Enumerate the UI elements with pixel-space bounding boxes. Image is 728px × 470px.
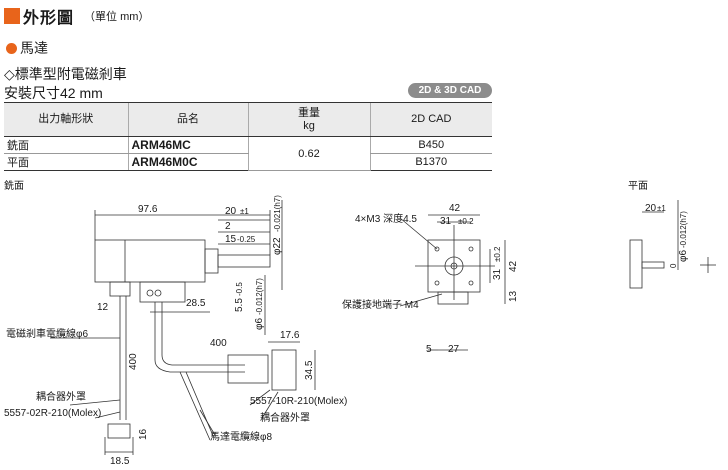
unit-note: （單位 mm） [84,11,150,23]
dim-400-b: 400 [128,353,139,370]
col-model: 品名 [127,102,248,137]
section-heading: 馬達 [6,38,48,58]
section-title: 馬達 [20,40,48,56]
col-cad: 2D CAD [369,102,492,137]
dim-42-top: 42 [449,203,461,214]
cad-badge[interactable]: 2D & 3D CAD [408,83,492,98]
table-header-row: 出力軸形狀 品名 重量 kg 2D CAD [4,102,492,137]
page-title: 外形圖 [23,10,75,27]
connector-10p [271,349,297,391]
dim-5-5: 5.5 [234,298,245,312]
label-m3-holes: 4×M3 深度4.5 [355,212,417,225]
cell-weight: 0.62 [247,136,370,171]
motor-body-side [94,239,206,283]
dim-31-side-tol: ±0.2 [493,246,502,262]
dim-5: 5 [426,344,432,355]
dim-20-right-tol: ±1 [657,204,666,213]
dim-phi6: φ6 [254,318,265,330]
product-type: ◇標準型附電磁剎車 [4,66,127,82]
dim-12: 12 [97,302,109,313]
connector-box [139,281,186,303]
dim-27: 27 [448,344,460,355]
bullet-dot-icon [6,42,17,54]
dim-phi6-right-tol: -0.012(h7) [679,211,688,248]
dim-20: 20 [225,206,237,217]
cell-model: ARM46M0C [127,153,248,171]
dim-zero: 0 [669,263,678,268]
dim-31-top: 31 [440,216,452,227]
label-connector-2p: 5557-02R-210(Molex) [4,408,101,419]
dim-length: 97.6 [138,204,158,215]
dim-20-tol: ±1 [240,207,249,216]
col-weight-label: 重量 [298,106,320,119]
dim-34-5: 34.5 [304,360,315,380]
dim-16: 16 [138,428,149,440]
dim-phi6-tol: -0.012(h7) [255,278,264,315]
dim-400-a: 400 [210,338,227,349]
header-square-icon [4,8,20,24]
table-row: 銑面 ARM46MC 0.62 B450 [4,136,492,171]
cell-cad-link[interactable]: B450 [369,136,492,154]
dim-31-side: 31 [492,268,503,280]
col-weight: 重量 kg [247,102,370,137]
col-weight-unit: kg [303,119,315,132]
dim-phi22: φ22 [272,237,283,255]
mounting-size: 安裝尺寸42 mm [4,85,103,101]
flat-shaft-view [629,239,643,289]
dim-28-5: 28.5 [186,298,206,309]
page-header: 外形圖 （單位 mm） [4,6,150,27]
cell-shaft: 平面 [4,153,128,171]
dim-17-6: 17.6 [280,330,300,341]
output-shaft [217,254,271,268]
label-brake-cable: 電磁剎車電纜線φ6 [6,327,88,340]
label-motor-cable: 馬達電纜線φ8 [210,430,272,443]
label-coupler-b: 耦合器外罩 [260,411,310,424]
dim-15: 15 [225,234,237,245]
cell-cad-link[interactable]: B1370 [369,153,492,171]
view-label-left: 銑面 [4,179,24,192]
cell-shaft: 銑面 [4,136,128,154]
col-shaft: 出力軸形狀 [4,102,128,137]
dim-42-side: 42 [508,260,519,272]
cell-model: ARM46MC [127,136,248,154]
dim-phi6-right: φ6 [678,250,689,262]
dim-15-tol: -0.25 [237,235,256,244]
table-row: 平面 ARM46M0C B1370 [4,153,492,171]
label-connector-10p: 5557-10R-210(Molex) [250,396,347,407]
spec-table: 出力軸形狀 品名 重量 kg 2D CAD 銑面 ARM46MC 0.62 B4… [4,102,492,171]
dim-18-5: 18.5 [110,456,130,467]
dim-31-tol: ±0.2 [458,217,474,226]
dim-20-right: 20 [645,203,657,214]
dim-13: 13 [508,290,519,302]
label-ground-terminal: 保護接地端子 M4 [342,298,419,311]
label-coupler-a: 耦合器外罩 [36,390,86,403]
dim-phi22-tol: -0.021(h7) [273,195,282,232]
dim-2: 2 [225,221,231,232]
dim-5-5-tol: -0.5 [235,282,244,296]
view-label-right: 平面 [628,181,648,192]
connector-2p [107,423,131,439]
